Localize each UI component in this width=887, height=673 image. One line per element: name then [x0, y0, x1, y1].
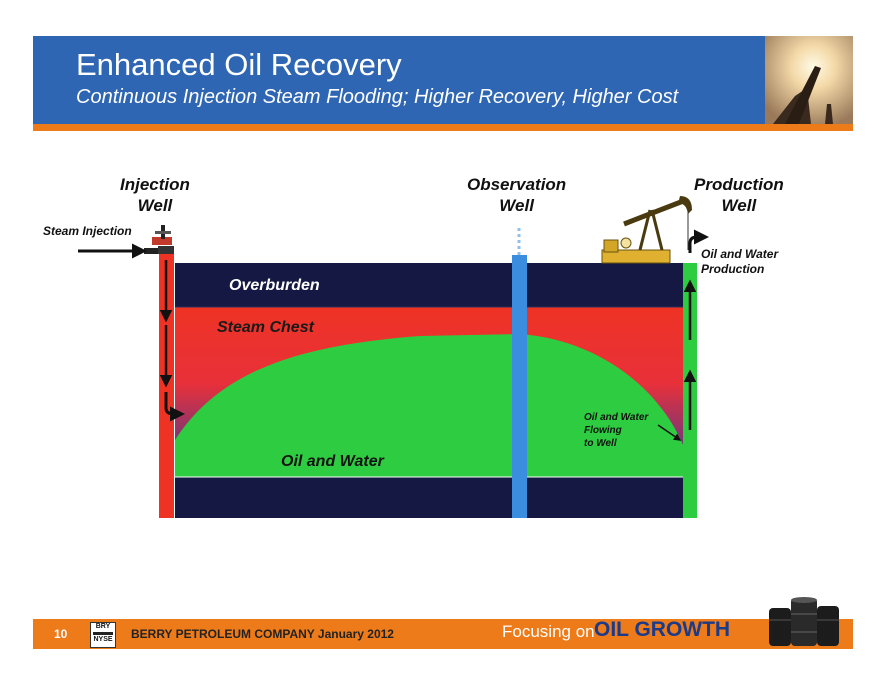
oil-water-flowing-label: Oil and Water Flowing to Well — [584, 412, 649, 449]
observation-well-pipe — [512, 255, 527, 518]
injection-well-label: Injection Well — [120, 175, 190, 215]
overburden-label: Overburden — [229, 277, 320, 294]
page-subtitle: Continuous Injection Steam Flooding; Hig… — [76, 86, 679, 108]
logo-top-text: BRY — [95, 623, 111, 630]
oil-growth-text: OIL GROWTH — [594, 618, 731, 641]
oil-and-water-label: Oil and Water — [281, 453, 384, 470]
production-outflow-arrow — [688, 229, 709, 253]
oil-water-production-label: Oil and Water Production — [701, 247, 779, 276]
observation-well-label: Observation Well — [467, 175, 567, 215]
sunset-photo — [765, 36, 853, 124]
focusing-text: Focusing on — [502, 622, 595, 641]
overburden-layer — [175, 263, 683, 307]
footer-bar — [33, 619, 853, 649]
steam-injection-label: Steam Injection — [43, 224, 132, 238]
oil-water-zone — [175, 334, 683, 477]
page-number: 10 — [54, 627, 68, 641]
wellhead-icon — [144, 225, 174, 254]
bry-nyse-logo: BRY NYSE — [90, 622, 116, 648]
page-title: Enhanced Oil Recovery — [76, 47, 402, 82]
pumpjack-icon — [601, 196, 692, 264]
header-stripe — [33, 124, 853, 131]
production-well-label: Production Well — [694, 175, 784, 215]
steam-chest-label: Steam Chest — [217, 319, 314, 336]
logo-bottom-text: NYSE — [93, 636, 113, 643]
basement-layer — [175, 477, 683, 518]
oil-barrels-icon — [769, 597, 839, 646]
company-date: BERRY PETROLEUM COMPANY January 2012 — [131, 627, 394, 641]
injection-outflow-arrow — [164, 392, 185, 422]
header-bar — [33, 36, 853, 124]
